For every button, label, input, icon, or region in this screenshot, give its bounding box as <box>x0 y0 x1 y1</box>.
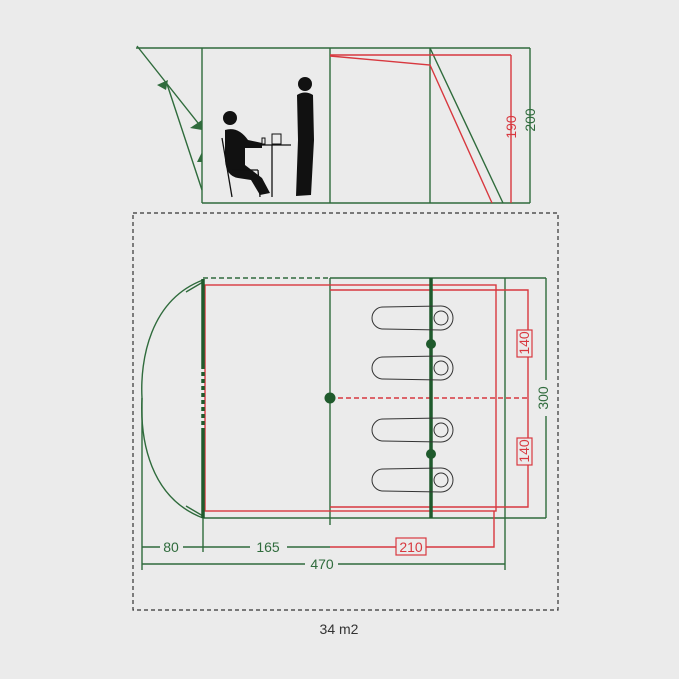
footprint-outline <box>132 212 559 611</box>
total-length-label: 470 <box>310 556 334 572</box>
seated-person-icon <box>221 111 270 198</box>
height-inner-label: 190 <box>503 115 519 139</box>
canopy-depth-label: 80 <box>163 539 179 555</box>
living-depth-label: 165 <box>256 539 280 555</box>
guy-peg-icon <box>197 152 202 162</box>
guy-peg-icon <box>157 80 168 90</box>
bedroom-width-2-label: 140 <box>516 439 532 463</box>
bedroom-depth-label: 210 <box>399 539 423 555</box>
total-width-label: 300 <box>535 386 551 410</box>
height-outer-label: 200 <box>522 108 538 132</box>
sleeping-bags-icon <box>371 305 454 493</box>
area-label: 34 m2 <box>320 621 359 637</box>
floor-plan: 300 140 140 80 165 210 470 <box>132 212 559 611</box>
table-icon <box>248 133 291 197</box>
side-elevation: 190 200 <box>136 45 538 204</box>
guy-peg-icon <box>190 120 202 130</box>
bedroom-width-1-label: 140 <box>516 331 532 355</box>
standing-person-icon <box>296 77 314 196</box>
